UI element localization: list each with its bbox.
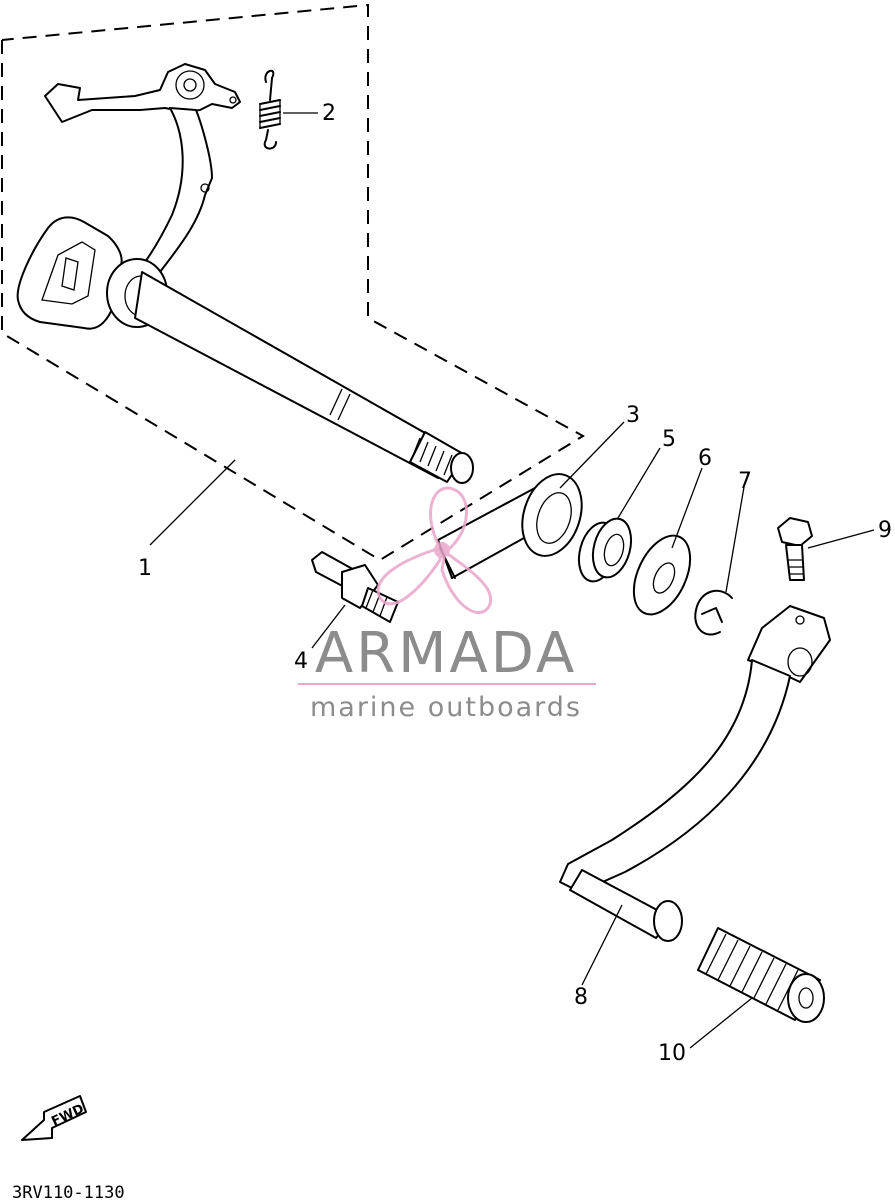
callout-3: 3 xyxy=(626,403,640,428)
callout-2: 2 xyxy=(322,101,336,126)
propeller-icon xyxy=(376,486,493,614)
circlip xyxy=(694,589,733,636)
stud-bolt xyxy=(311,551,399,623)
pinch-bolt xyxy=(777,517,813,581)
pedal-rubber xyxy=(697,927,825,1023)
leader-lines xyxy=(149,112,875,1049)
return-spring xyxy=(259,69,281,150)
washer xyxy=(632,534,692,616)
callout-10: 10 xyxy=(658,1041,686,1066)
watermark-tagline: marine outboards xyxy=(310,692,582,723)
assembly-boundary xyxy=(1,3,585,562)
shift-pedal xyxy=(559,605,831,942)
callout-5: 5 xyxy=(662,427,676,452)
callout-1: 1 xyxy=(138,556,152,581)
callout-7: 7 xyxy=(738,469,752,494)
callout-6: 6 xyxy=(698,446,712,471)
watermark-brand: ARMADA xyxy=(315,621,577,686)
diagram-code: 3RV110-1130 xyxy=(12,1183,125,1200)
forward-arrow-icon: FWD xyxy=(21,1095,87,1141)
shift-link-arm xyxy=(437,473,583,579)
oil-seal xyxy=(577,517,633,583)
callout-4: 4 xyxy=(294,649,308,674)
shift-shaft-assembly xyxy=(16,63,474,484)
callout-9: 9 xyxy=(878,518,892,543)
callout-8: 8 xyxy=(574,985,588,1010)
